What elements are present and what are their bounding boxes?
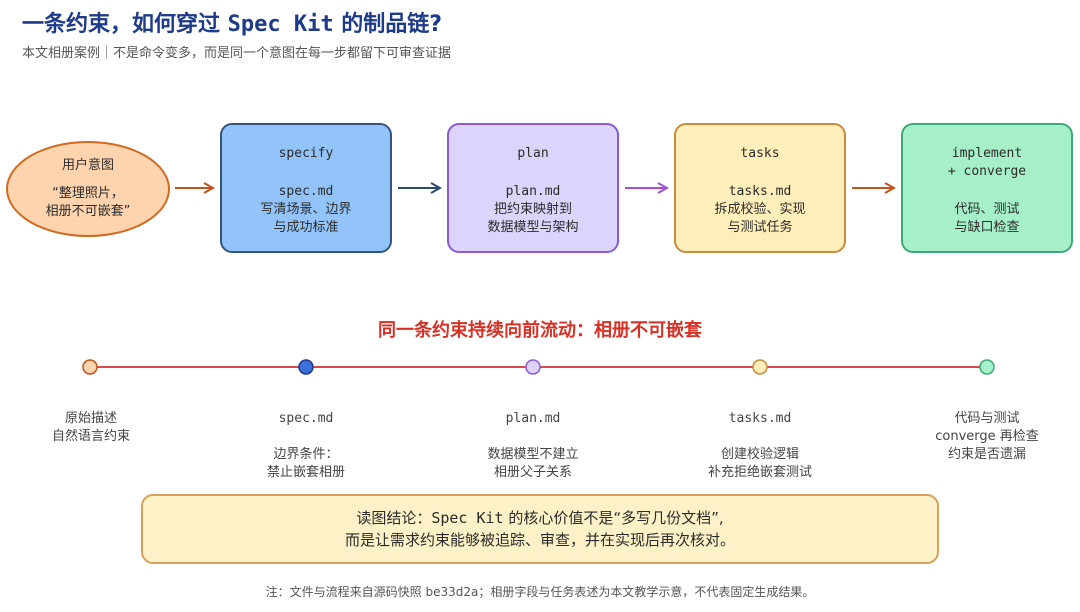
timeline-label-implement: 代码与测试 converge 再检查 约束是否遗漏 xyxy=(887,392,1080,464)
conclusion-box: 读图结论：Spec Kit 的核心价值不是“多写几份文档”, 而是让需求约束能够… xyxy=(141,494,939,564)
user-intent-node: 用户意图 “整理照片， 相册不可嵌套” xyxy=(6,141,170,237)
timeline-node-tasks xyxy=(752,359,768,375)
stage-title: implement + converge xyxy=(947,146,1027,179)
stage-description: 写清场景、边界 与成功标准 xyxy=(260,202,352,235)
stage-description: 把约束映射到 数据模型与架构 xyxy=(487,202,579,235)
user-intent-quote: “整理照片， 相册不可嵌套” xyxy=(45,186,131,219)
timeline-label-text: 创建校验逻辑 补充拒绝嵌套测试 xyxy=(707,447,812,480)
timeline-label-origin: 原始描述 自然语言约束 xyxy=(0,392,191,446)
footnote: 注：文件与流程来自源码快照 be33d2a；相册字段与任务表述为本文教学示意，不… xyxy=(265,585,815,599)
stage-file: spec.md xyxy=(278,184,334,199)
conclusion-code: Spec Kit xyxy=(431,509,504,527)
stage-implement-converge: implement + converge 代码、测试 与缺口检查 xyxy=(901,123,1073,253)
timeline-label-tasks: tasks.md 创建校验逻辑 补充拒绝嵌套测试 xyxy=(660,392,860,482)
timeline-node-plan xyxy=(525,359,541,375)
timeline-node-origin xyxy=(82,359,98,375)
stage-file: plan.md xyxy=(505,184,561,199)
flow-heading: 同一条约束持续向前流动：相册不可嵌套 xyxy=(378,320,702,341)
timeline-label-code: tasks.md xyxy=(728,411,792,426)
title-text-before: 一条约束，如何穿过 xyxy=(22,12,228,37)
stage-title: plan xyxy=(517,146,549,161)
conclusion-line-1: 读图结论：Spec Kit 的核心价值不是“多写几份文档”, xyxy=(356,507,723,529)
timeline-node-implement xyxy=(979,359,995,375)
timeline-label-code: plan.md xyxy=(505,411,561,426)
stage-plan: plan plan.md 把约束映射到 数据模型与架构 xyxy=(447,123,619,253)
stage-description: 代码、测试 与缺口检查 xyxy=(954,202,1020,235)
stage-title: tasks xyxy=(740,146,780,161)
timeline-label-code: spec.md xyxy=(278,411,334,426)
stage-title: specify xyxy=(278,146,334,161)
conclusion-prefix: 读图结论： xyxy=(356,509,432,527)
user-intent-title: 用户意图 xyxy=(61,158,114,173)
page-title: 一条约束，如何穿过 Spec Kit 的制品链? xyxy=(22,6,442,38)
stage-file: tasks.md xyxy=(728,184,792,199)
timeline-label-text: 代码与测试 converge 再检查 约束是否遗漏 xyxy=(935,411,1039,462)
timeline-label-text: 数据模型不建立 相册父子关系 xyxy=(487,447,579,480)
stage-specify: specify spec.md 写清场景、边界 与成功标准 xyxy=(220,123,392,253)
stage-description: 拆成校验、实现 与测试任务 xyxy=(714,202,806,235)
title-text-after: 的制品链? xyxy=(333,12,443,37)
timeline-label-plan: plan.md 数据模型不建立 相册父子关系 xyxy=(433,392,633,482)
page-subtitle: 本文相册案例｜不是命令变多，而是同一个意图在每一步都留下可审查证据 xyxy=(22,46,452,61)
timeline-label-spec: spec.md 边界条件： 禁止嵌套相册 xyxy=(206,392,406,482)
conclusion-suffix: 的核心价值不是“多写几份文档”, xyxy=(503,509,724,527)
stage-tasks: tasks tasks.md 拆成校验、实现 与测试任务 xyxy=(674,123,846,253)
timeline-label-text: 原始描述 自然语言约束 xyxy=(51,411,130,444)
conclusion-line-2: 而是让需求约束能够被追踪、审查，并在实现后再次核对。 xyxy=(344,531,735,549)
timeline-label-text: 边界条件： 禁止嵌套相册 xyxy=(266,447,345,480)
title-code: Spec Kit xyxy=(227,12,334,37)
timeline-node-spec xyxy=(298,359,314,375)
